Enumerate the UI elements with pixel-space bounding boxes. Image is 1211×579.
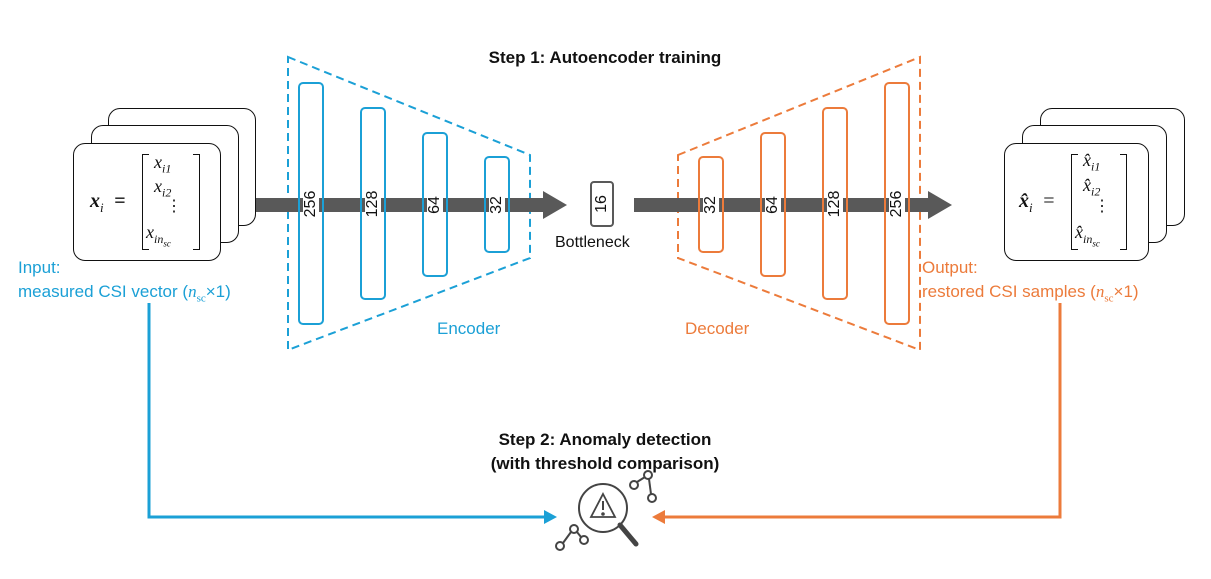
main-arrow-left-head [543, 191, 567, 219]
decoder-label: Decoder [685, 319, 750, 338]
main-arrow-left-shaft [245, 198, 545, 212]
bottleneck-size: 16 [593, 194, 610, 214]
output-entry-last: x̂insc [1075, 222, 1100, 248]
step2-title-line2: (with threshold comparison) [490, 454, 720, 473]
input-entry-1: xi1 [154, 152, 172, 176]
output-card-front: x̂i = x̂i1 x̂i2 ⋮ x̂insc [1004, 143, 1149, 261]
decoder-layer-1: 32 [698, 156, 724, 253]
input-label-line1: Input: [18, 258, 61, 277]
bottleneck-node: 16 [590, 181, 614, 227]
step2-title-line1: Step 2: Anomaly detection [498, 430, 712, 449]
decoder-layer-3-size: 128 [826, 189, 843, 218]
decoder-trapezoid [677, 55, 921, 352]
decoder-layer-4-size: 256 [888, 189, 905, 218]
input-feedback-arrowhead [544, 510, 557, 524]
input-card-front: xi = xi1 xi2 ⋮ xinsc [73, 143, 221, 261]
output-feedback-arrowhead [652, 510, 665, 524]
encoder-layer-3-size: 64 [426, 194, 443, 215]
decoder-layer-3: 128 [822, 107, 848, 300]
input-label-line2: measured CSI vector (nsc×1) [18, 282, 231, 305]
encoder-layer-4: 32 [484, 156, 510, 253]
step1-title: Step 1: Autoencoder training [488, 48, 722, 67]
encoder-layer-4-size: 32 [488, 194, 505, 215]
input-vector-bracket [142, 154, 200, 250]
output-label-line2: restored CSI samples (nsc×1) [922, 282, 1139, 305]
main-arrow-right-head [928, 191, 952, 219]
decoder-layer-1-size: 32 [702, 194, 719, 215]
encoder-layer-2-size: 128 [364, 189, 381, 218]
decoder-layer-2-size: 64 [764, 194, 781, 215]
encoder-layer-1: 256 [298, 82, 324, 325]
encoder-label: Encoder [437, 319, 501, 338]
output-entry-ellipsis: ⋮ [1094, 198, 1110, 215]
output-feedback-line [663, 303, 1062, 519]
encoder-layer-1-size: 256 [302, 189, 319, 218]
output-entry-1: x̂i1 [1083, 150, 1101, 174]
decoder-layer-2: 64 [760, 132, 786, 277]
decoder-layer-4: 256 [884, 82, 910, 325]
output-label-line1: Output: [922, 258, 978, 277]
input-entry-2: xi2 [154, 176, 172, 200]
input-vector-name: xi = [90, 190, 126, 215]
input-feedback-line [147, 303, 546, 519]
encoder-layer-3: 64 [422, 132, 448, 277]
bottleneck-label: Bottleneck [555, 234, 630, 251]
magnifier-warning-icon [555, 470, 657, 551]
encoder-layer-2: 128 [360, 107, 386, 300]
input-entry-last: xinsc [146, 222, 171, 248]
input-entry-ellipsis: ⋮ [166, 198, 182, 215]
output-vector-bracket [1071, 154, 1127, 250]
output-vector-name: x̂i = [1019, 190, 1055, 215]
encoder-trapezoid [287, 55, 531, 352]
output-entry-2: x̂i2 [1083, 175, 1101, 199]
